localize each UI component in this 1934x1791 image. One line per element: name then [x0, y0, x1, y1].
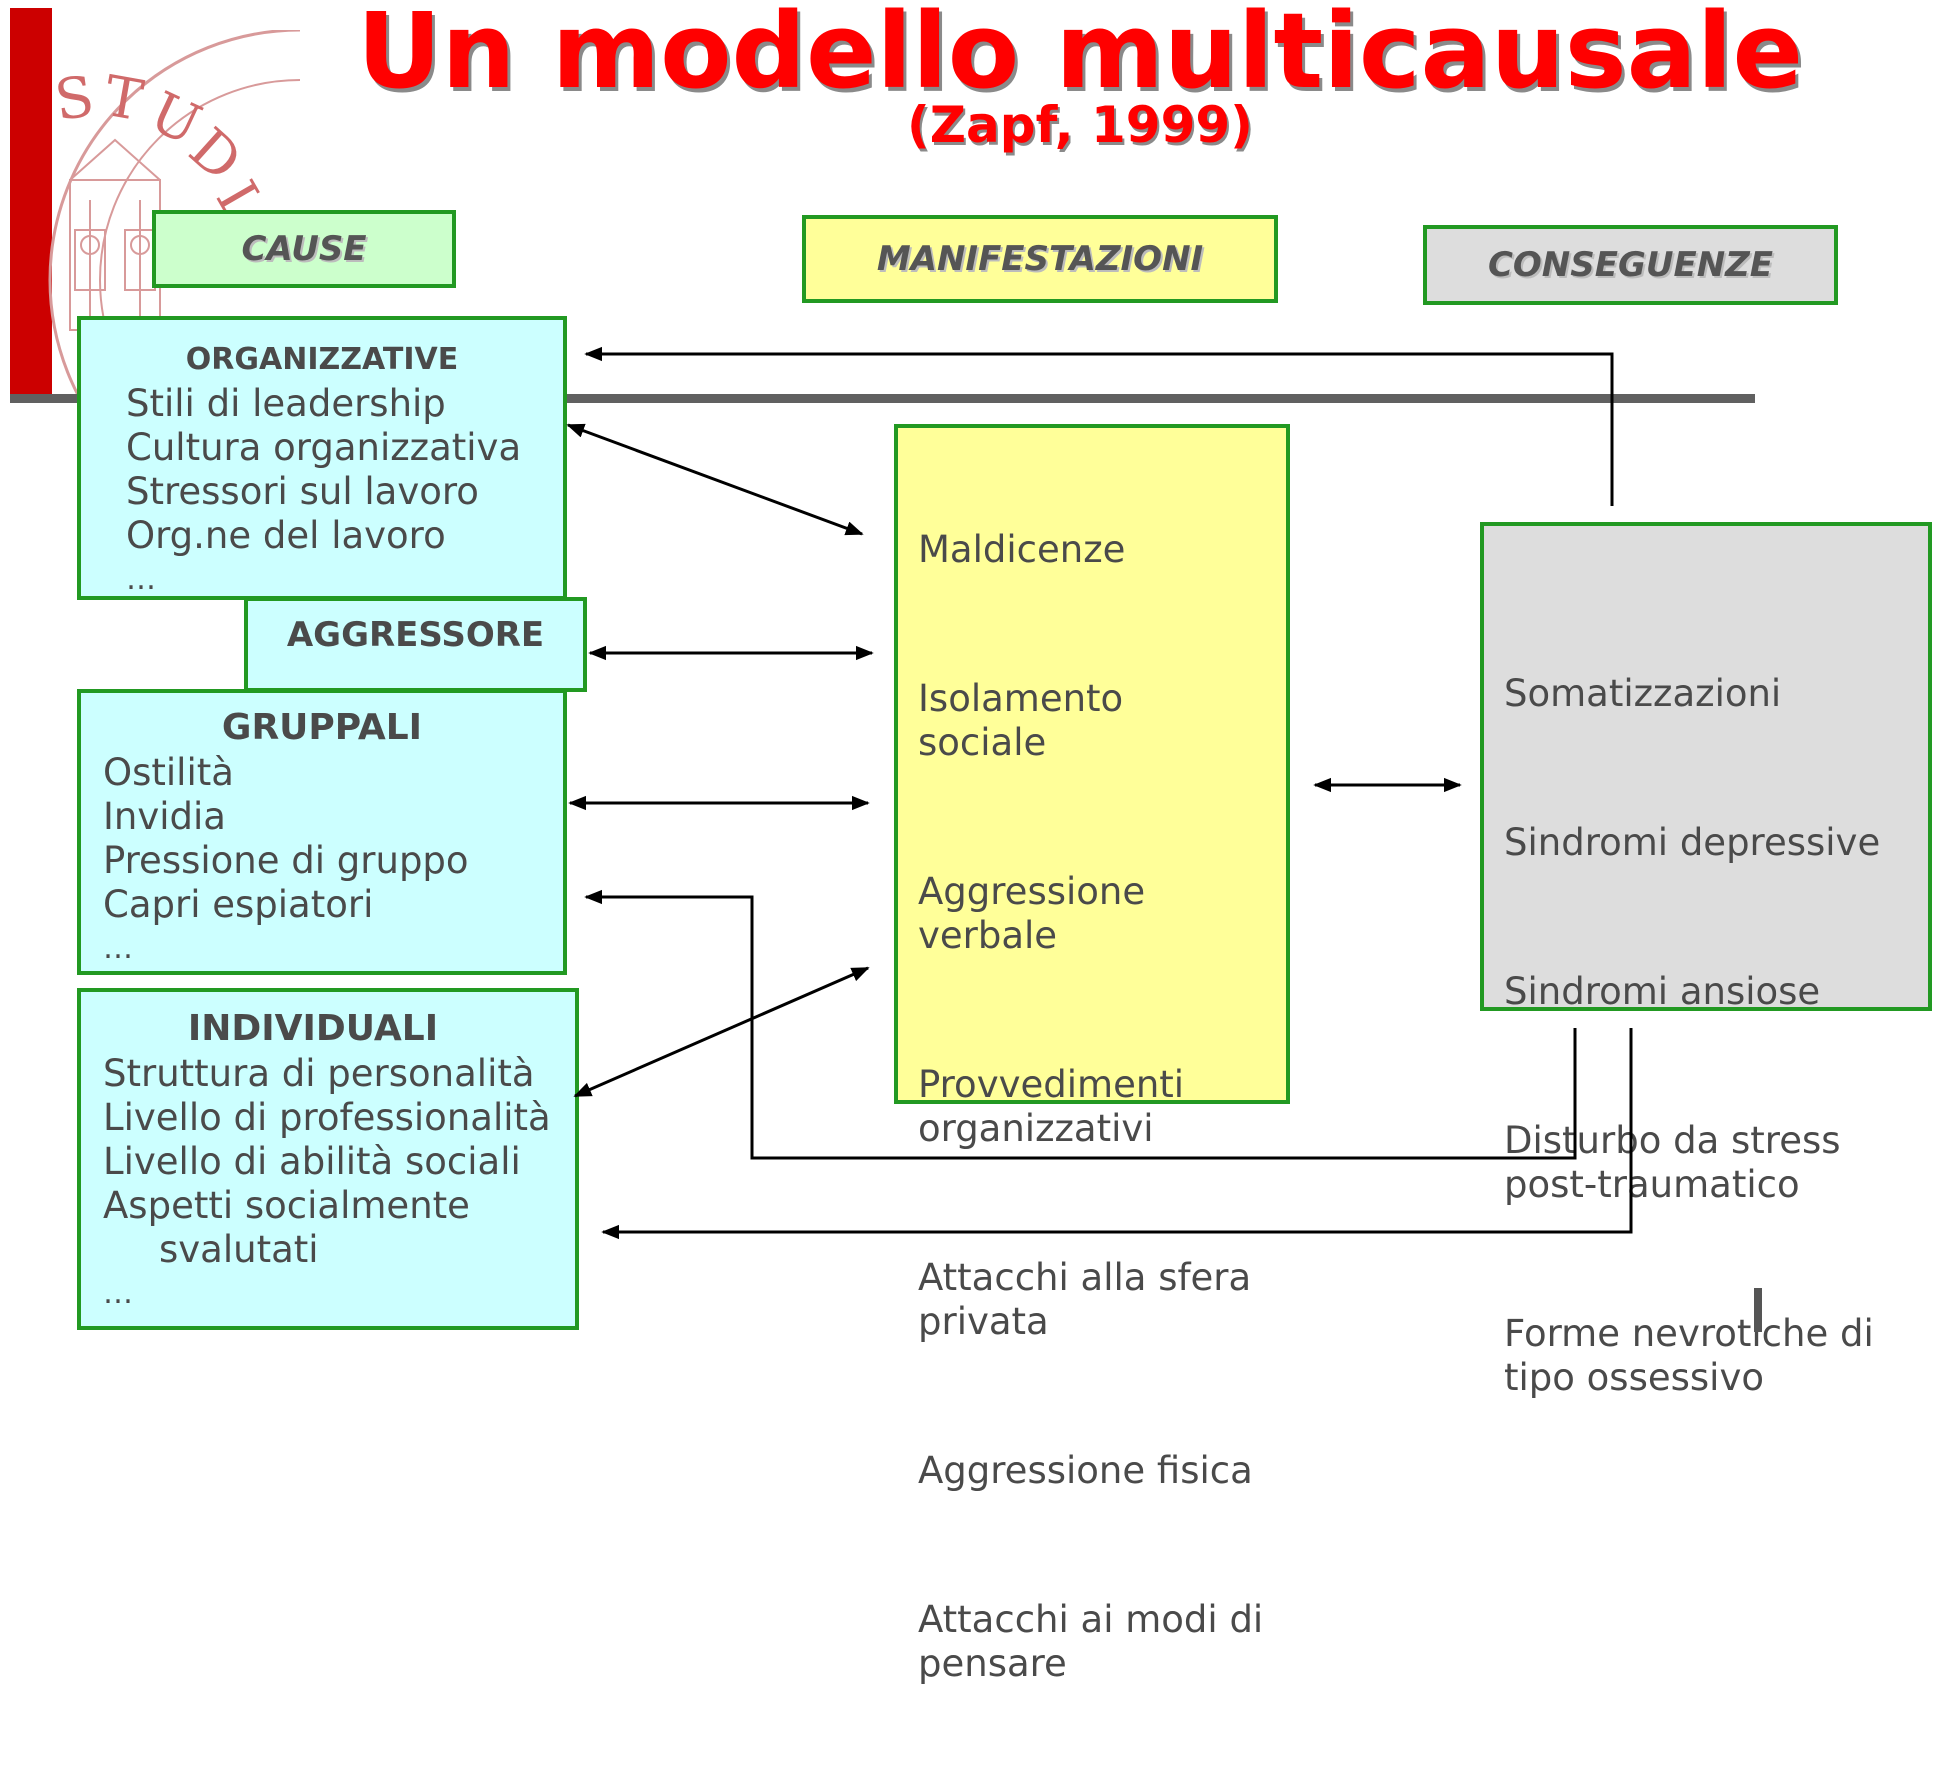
list-item: Pressione di gruppo — [103, 839, 469, 882]
list-item: Aggressione fisica — [918, 1449, 1253, 1492]
list-item: Provvedimenti organizzativi — [918, 1063, 1185, 1150]
list-item: Stressori sul lavoro — [126, 470, 479, 513]
arrow-organizzative-manifestazioni — [566, 423, 864, 536]
box-organizzative: ORGANIZZATIVE Stili di leadership Cultur… — [77, 316, 567, 600]
list-item: svalutati — [159, 1228, 319, 1271]
individuali-list: Struttura di personalità Livello di prof… — [103, 1052, 551, 1316]
list-item: Sindromi ansiose — [1504, 970, 1821, 1013]
red-side-bar — [10, 8, 52, 400]
list-item: … — [103, 931, 133, 966]
slide-subtitle: (Zapf, 1999) — [906, 96, 1254, 154]
list-item: Maldicenze — [918, 528, 1126, 571]
list-item: Struttura di personalità — [103, 1052, 535, 1095]
box-individuali: INDIVIDUALI Struttura di personalità Liv… — [77, 988, 579, 1330]
list-item: Invidia — [103, 795, 226, 838]
list-item: Isolamento sociale — [918, 677, 1124, 764]
individuali-title: INDIVIDUALI — [187, 1008, 439, 1049]
list-item: Ostilità — [103, 751, 234, 794]
feedback-arrow-organizzative — [584, 346, 1614, 506]
organizzative-title: ORGANIZZATIVE — [185, 342, 459, 377]
list-item: Disturbo da stress post-traumatico — [1504, 1119, 1841, 1206]
arrow-individuali-manifestazioni — [573, 966, 870, 1098]
gruppali-title: GRUPPALI — [221, 707, 423, 748]
slide-title: Un modello multicausale — [357, 0, 1803, 112]
connector-arrows — [566, 346, 1762, 1332]
list-item: Somatizzazioni — [1504, 672, 1782, 715]
svg-text:S: S — [51, 64, 98, 134]
header-conseguenze: CONSEGUENZE — [1423, 225, 1838, 305]
list-item: Cultura organizzativa — [126, 426, 522, 469]
aggressore-title: AGGRESSORE — [286, 615, 545, 655]
list-item: Livello di abilità sociali — [103, 1140, 521, 1183]
list-item: Org.ne del lavoro — [126, 514, 446, 557]
gruppali-list: Ostilità Invidia Pressione di gruppo Cap… — [103, 751, 469, 971]
list-item: Aspetti socialmente — [103, 1184, 470, 1227]
header-manifestazioni: MANIFESTAZIONI — [802, 215, 1278, 303]
header-cause: CAUSE — [152, 210, 456, 288]
list-item: … — [103, 1276, 133, 1311]
box-gruppali: GRUPPALI Ostilità Invidia Pressione di g… — [77, 689, 567, 975]
list-item: Aggressione verbale — [918, 870, 1146, 957]
organizzative-list: Stili di leadership Cultura organizzativ… — [126, 382, 521, 602]
list-item: Stili di leadership — [126, 382, 446, 425]
list-item: Livello di professionalità — [103, 1096, 551, 1139]
feedback-arrow-individuali — [601, 1028, 1633, 1240]
list-item: Attacchi ai modi di pensare — [918, 1598, 1264, 1685]
list-item: … — [126, 562, 156, 597]
list-item: Capri espiatori — [103, 883, 374, 926]
horizontal-divider — [10, 394, 1755, 403]
list-item: Sindromi depressive — [1504, 821, 1881, 864]
feedback-arrow-gruppali — [584, 889, 1577, 1160]
